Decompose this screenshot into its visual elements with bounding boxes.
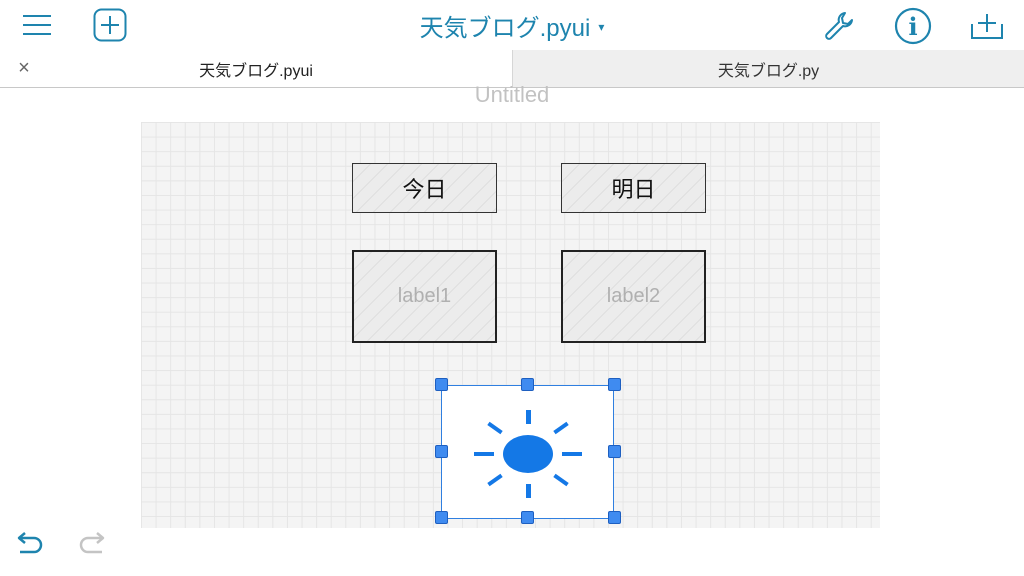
hamburger-menu-icon[interactable] — [18, 10, 56, 40]
wrench-icon — [825, 12, 853, 40]
plus-square-icon — [93, 8, 127, 42]
resize-handle-right[interactable] — [608, 445, 621, 458]
top-toolbar: 天気ブログ.pyui ▾ i — [0, 0, 1024, 50]
image-view[interactable] — [441, 385, 614, 519]
label2-view[interactable]: label2 — [561, 250, 706, 343]
undo-button[interactable] — [14, 530, 48, 560]
resize-handle-bottom[interactable] — [521, 511, 534, 524]
label-text: label1 — [397, 285, 452, 307]
document-title: 天気ブログ.pyui — [419, 14, 591, 42]
resize-handle-bottom-left[interactable] — [435, 511, 448, 524]
ui-canvas[interactable]: 今日 明日 label1 label2 — [141, 122, 880, 528]
button-today[interactable]: 今日 — [352, 163, 497, 213]
resize-handle-bottom-right[interactable] — [608, 511, 621, 524]
tab-label: 天気ブログ.pyui — [199, 62, 313, 80]
resize-handle-left[interactable] — [435, 445, 448, 458]
settings-button[interactable] — [820, 8, 858, 44]
button-label: 今日 — [402, 177, 447, 202]
tab-pyui[interactable]: 天気ブログ.pyui — [0, 50, 512, 87]
view-title[interactable]: Untitled — [474, 82, 550, 107]
resize-handle-top-right[interactable] — [608, 378, 621, 391]
redo-arrow-icon — [79, 532, 105, 554]
document-title-menu[interactable]: 天気ブログ.pyui ▾ — [0, 8, 1024, 42]
add-to-tray-icon — [971, 14, 1003, 39]
resize-handle-top[interactable] — [521, 378, 534, 391]
button-tomorrow[interactable]: 明日 — [561, 163, 706, 213]
info-button[interactable]: i — [893, 6, 933, 46]
resize-handle-top-left[interactable] — [435, 378, 448, 391]
sun-icon — [474, 410, 582, 498]
chevron-down-icon: ▾ — [598, 20, 605, 34]
tab-py[interactable]: 天気ブログ.py — [512, 50, 1024, 87]
tab-label: 天気ブログ.py — [717, 62, 820, 80]
button-label: 明日 — [611, 177, 656, 202]
close-icon[interactable]: × — [18, 57, 30, 79]
share-button[interactable] — [968, 10, 1006, 42]
label-text: label2 — [606, 285, 661, 307]
tab-bar: 天気ブログ.pyui × 天気ブログ.py — [0, 50, 1024, 88]
info-glyph: i — [908, 12, 917, 41]
add-file-button[interactable] — [92, 7, 128, 43]
info-icon: i — [894, 7, 932, 45]
label1-view[interactable]: label1 — [352, 250, 497, 343]
redo-button[interactable] — [76, 530, 110, 560]
undo-arrow-icon — [17, 532, 43, 554]
